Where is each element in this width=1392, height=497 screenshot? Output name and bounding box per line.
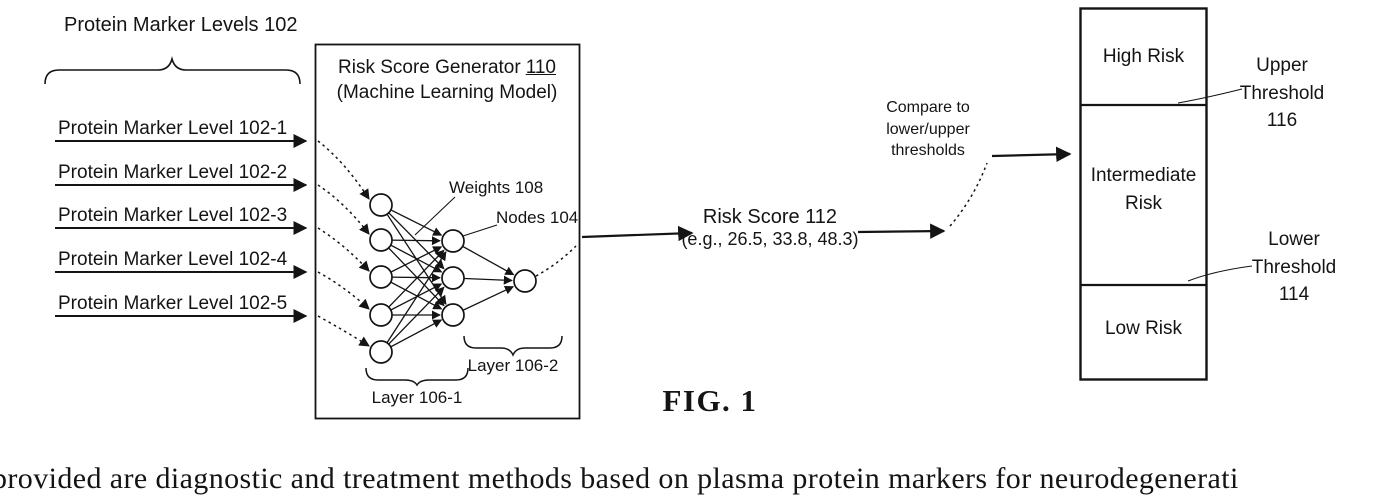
input-label-102-5: Protein Marker Level 102-5 <box>58 293 288 314</box>
input-label-102-3: Protein Marker Level 102-3 <box>58 205 288 226</box>
intermediate-risk-label: Intermediate Risk <box>1079 162 1208 217</box>
nodes-label: Nodes 104 <box>496 208 579 227</box>
layer2-label: Layer 106-2 <box>467 356 559 375</box>
intermediate-risk-line2: Risk <box>1125 192 1162 214</box>
output-node <box>513 269 537 293</box>
lower-threshold-line2: Threshold <box>1251 256 1337 278</box>
inputs-group-label: Protein Marker Levels 102 <box>64 14 298 36</box>
compare-note: Compare to lower/upper thresholds <box>868 97 988 162</box>
figure-caption: FIG. 1 <box>662 383 758 418</box>
compare-dotted-curve <box>949 162 988 227</box>
compare-note-line1: Compare to <box>886 99 970 116</box>
input-label-102-4: Protein Marker Level 102-4 <box>58 249 288 270</box>
layer1-nodes <box>369 193 393 364</box>
layer1-brace <box>365 367 469 387</box>
node <box>441 266 465 290</box>
layer2-brace <box>463 335 563 357</box>
generator-title-ref: 110 <box>525 57 556 78</box>
compare-arrow <box>857 223 946 239</box>
layer2-nodes <box>441 229 465 327</box>
low-risk-label: Low Risk <box>1104 318 1183 339</box>
weights-leader-line <box>414 196 456 236</box>
risk-category-box <box>1079 7 1208 381</box>
lower-threshold-ref: 114 <box>1278 284 1310 306</box>
output-dotted-arrow <box>535 245 577 277</box>
dotted-arrow <box>317 140 370 200</box>
compare-note-line2: lower/upper <box>886 120 970 138</box>
risk-score-title: Risk Score 112 <box>702 206 838 228</box>
generator-subtitle: (Machine Learning Model) <box>336 81 558 103</box>
weights-label: Weights 108 <box>449 178 544 197</box>
upper-threshold-ref: 116 <box>1266 110 1298 132</box>
upper-threshold-line2: Threshold <box>1239 82 1325 104</box>
high-risk-label: High Risk <box>1102 46 1185 67</box>
input-label-102-1: Protein Marker Level 102-1 <box>58 118 288 139</box>
risk-score-label: Risk Score 112 (e.g., 26.5, 33.8, 48.3) <box>668 206 872 250</box>
threshold-box-arrow <box>991 146 1072 163</box>
node <box>369 228 393 252</box>
input-to-node-dotted-arrows <box>317 140 370 347</box>
dotted-arrow <box>317 271 370 310</box>
risk-score-examples: (e.g., 26.5, 33.8, 48.3) <box>681 229 859 249</box>
upper-threshold-leader <box>1177 88 1243 104</box>
node <box>369 303 393 327</box>
nodes-leader-line <box>462 224 498 237</box>
lower-threshold-line1: Lower <box>1268 229 1320 250</box>
dotted-arrow <box>317 227 370 272</box>
dotted-arrow <box>317 315 370 347</box>
input-label-102-2: Protein Marker Level 102-2 <box>58 162 288 183</box>
generator-title-text: Risk Score Generator <box>338 57 521 78</box>
inputs-group-brace <box>44 55 301 85</box>
node <box>441 229 465 253</box>
node <box>369 265 393 289</box>
lower-threshold-leader <box>1187 265 1253 282</box>
node <box>369 340 393 364</box>
node <box>441 303 465 327</box>
lower-threshold-label: Lower Threshold 114 <box>1240 226 1348 309</box>
risk-score-arrow <box>581 225 694 242</box>
upper-threshold-label: Upper Threshold 116 <box>1228 52 1336 135</box>
intermediate-risk-line1: Intermediate <box>1090 165 1197 186</box>
upper-threshold-line1: Upper <box>1256 55 1308 76</box>
input-arrows <box>55 134 308 323</box>
node <box>369 193 393 217</box>
layer1-label: Layer 106-1 <box>371 388 463 407</box>
document-body-text: provided are diagnostic and treatment me… <box>0 462 1239 495</box>
dotted-arrow <box>317 184 370 235</box>
compare-note-line3: thresholds <box>891 142 965 160</box>
